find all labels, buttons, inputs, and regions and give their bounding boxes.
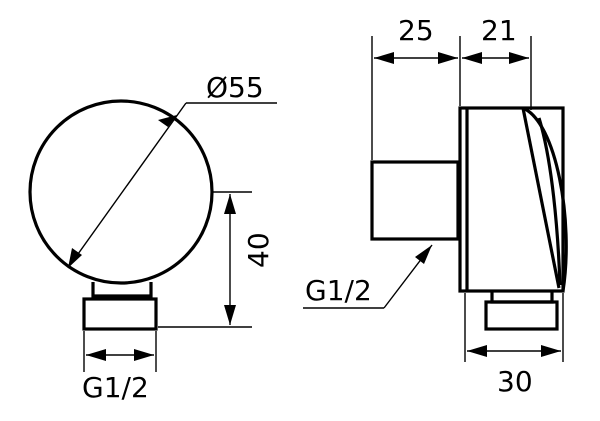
- side-thread-nut-outline: [484, 300, 559, 331]
- cap-outer-curve: [522, 106, 568, 292]
- diameter-arrow-upper: [158, 115, 177, 127]
- depth-body-arrow-left: [374, 52, 394, 64]
- height-arrow-bottom: [224, 305, 236, 325]
- height-arrow-top: [224, 194, 236, 214]
- diameter-dimension-line: [67, 102, 187, 269]
- cap-front-edge: [521, 107, 561, 289]
- side-thread-label: G1/2: [305, 274, 372, 307]
- round-cover-outline: [28, 99, 214, 285]
- depth-cap-label: 21: [481, 14, 517, 47]
- side-thread-leader-arrow: [415, 245, 432, 264]
- front-thread-arrow-left: [86, 349, 106, 361]
- diameter-arrow-lower: [68, 248, 82, 268]
- diameter-label: Ø55: [206, 71, 264, 104]
- width-arrow-left: [467, 345, 487, 357]
- width-total-label: 30: [497, 365, 533, 398]
- depth-body-arrow-right: [438, 52, 458, 64]
- width-arrow-right: [541, 345, 561, 357]
- front-thread-arrow-right: [134, 349, 154, 361]
- depth-body-label: 25: [398, 14, 434, 47]
- front-thread-nut-outline: [82, 297, 158, 331]
- inlet-stub-outline: [370, 160, 460, 241]
- front-view: Ø55 40 G1/2: [28, 71, 277, 404]
- cap-inner-curve: [537, 117, 562, 286]
- height-label: 40: [242, 232, 275, 268]
- side-neck-outline: [490, 291, 554, 304]
- depth-cap-arrow-right: [509, 52, 529, 64]
- side-view: 25 21 G1/2 30: [303, 14, 568, 398]
- depth-cap-arrow-left: [462, 52, 482, 64]
- front-thread-label: G1/2: [82, 371, 149, 404]
- front-neck-outline: [91, 282, 153, 298]
